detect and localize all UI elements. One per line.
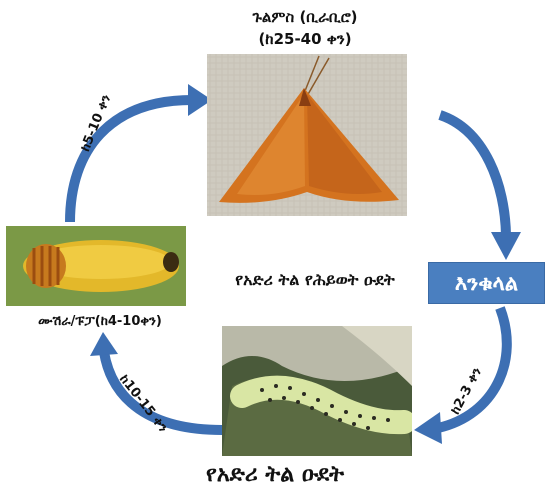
egg-stage-box: እንቁላል	[428, 262, 545, 304]
pupa-photo	[6, 226, 186, 306]
larva-photo	[222, 326, 412, 456]
moth-photo	[207, 54, 407, 216]
center-title: የአድሪ ትል የሕይወት ዑደት	[210, 270, 420, 290]
arrowhead-larva-to-pupa	[90, 332, 118, 356]
caption: የአድሪ ትል ዑደት	[150, 462, 400, 487]
arrow-pupa-to-adult	[70, 100, 192, 222]
adult-stage-name: ጉልምስ (ቢራቢሮ)	[210, 8, 400, 26]
arrowhead-egg-to-larva	[414, 412, 442, 444]
pupa-stage-name: ሙሽራ/ፑፓ(ከ4-10ቀን)	[0, 314, 200, 329]
arrowhead-adult-to-egg	[491, 232, 521, 260]
adult-stage-duration: (ከ25-40 ቀን)	[210, 30, 400, 48]
arrow-adult-to-egg	[440, 115, 506, 235]
